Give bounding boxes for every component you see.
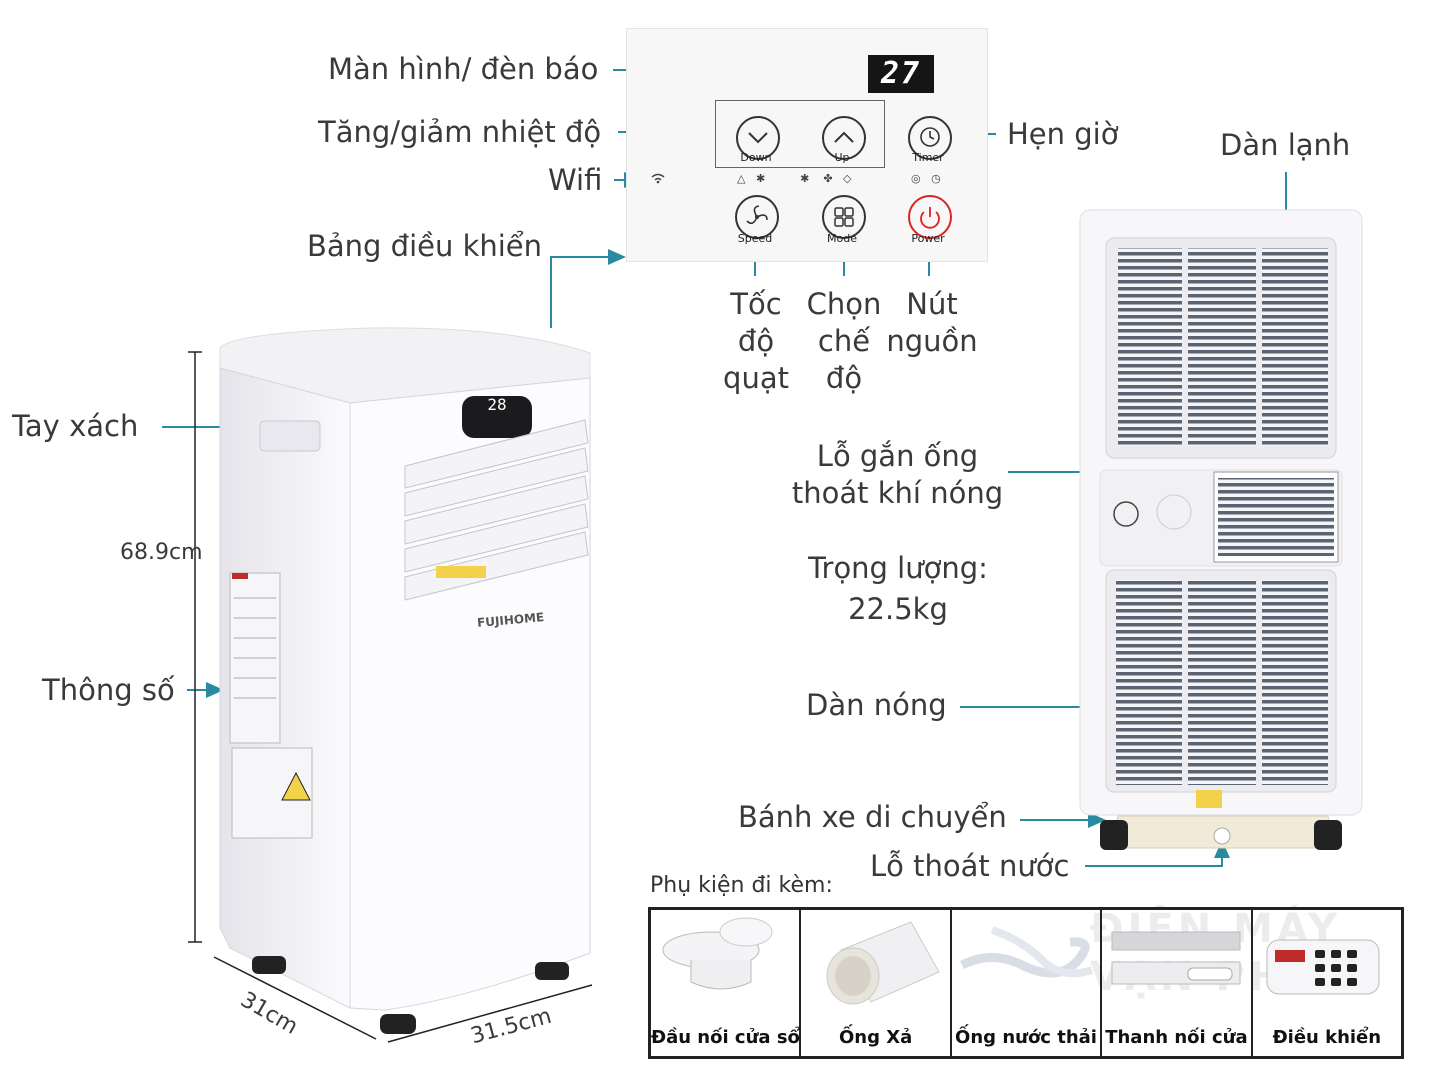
label-mode-line2: chế: [817, 324, 871, 358]
mode-label: Mode: [827, 232, 857, 245]
label-specs: Thông số: [42, 673, 175, 707]
accessory-remote: Điều khiển: [1253, 910, 1401, 1056]
label-power: Nút nguồn: [882, 286, 982, 360]
accessory-name: Ống Xả: [838, 1027, 913, 1048]
accessory-drain-hose: Ống nước thải: [952, 910, 1103, 1056]
remote-image: [1266, 939, 1380, 995]
label-wheels: Bánh xe di chuyển: [738, 800, 1007, 834]
drain-hose-image: [959, 926, 1094, 978]
power-icon: [920, 207, 940, 229]
label-exhaust-line2: thoát khí nóng: [791, 476, 1004, 510]
accessory-exhaust-hose: Ống Xả: [801, 910, 952, 1056]
label-evaporator: Dàn lạnh: [1220, 128, 1351, 162]
clock-icon: [920, 127, 940, 147]
mode-indicator-icons: △ ✱ ✱ ✤ ◇: [737, 172, 852, 185]
unit-display: 28: [487, 395, 507, 414]
panel-display: 27: [868, 55, 934, 93]
unit-front-image: [219, 327, 591, 1034]
power-button[interactable]: [908, 195, 952, 239]
label-fan-speed: Tốc độ quạt: [716, 286, 796, 397]
label-control-panel: Bảng điều khiển: [307, 229, 543, 263]
speed-button[interactable]: [735, 195, 779, 239]
accessory-name: Điều khiển: [1272, 1027, 1382, 1048]
label-timer: Hẹn giờ: [1007, 117, 1119, 151]
label-wifi: Wifi: [548, 163, 603, 197]
label-temp-adjust: Tăng/giảm nhiệt độ: [318, 115, 602, 149]
timer-button[interactable]: [908, 116, 952, 160]
window-adapter-image: [662, 917, 773, 990]
label-mode-select: Chọn chế độ: [800, 286, 888, 397]
wifi-icon: [650, 172, 666, 187]
dim-height: 68.9cm: [120, 540, 203, 565]
up-label: Up: [834, 151, 850, 164]
accessory-name: Ống nước thải: [955, 1027, 1097, 1048]
accessory-window-adapter: Đầu nối cửa sổ: [651, 910, 802, 1056]
label-display: Màn hình/ đèn báo: [328, 52, 599, 86]
window-bar-image: [1111, 931, 1241, 985]
accessory-window-bar: Thanh nối cửa: [1102, 910, 1253, 1056]
label-exhaust-line1: Lỗ gắn ống: [816, 439, 979, 473]
unit-back-image: [1079, 209, 1363, 850]
label-mode-line1: Chọn: [806, 287, 882, 321]
down-button[interactable]: [736, 116, 780, 160]
temp-button-group: [715, 100, 885, 168]
label-weight: Trọng lượng: 22.5kg: [800, 548, 996, 630]
power-label: Power: [911, 232, 945, 245]
label-power-line2: nguồn: [886, 324, 978, 358]
label-exhaust-port: Lỗ gắn ống thoát khí nóng: [790, 438, 1005, 512]
mode-button[interactable]: [822, 195, 866, 239]
label-power-line1: Nút: [906, 287, 958, 321]
down-label: Down: [740, 151, 772, 164]
accessories-title: Phụ kiện đi kèm:: [650, 873, 833, 898]
grid-icon: [834, 207, 854, 227]
label-weight-title: Trọng lượng:: [808, 551, 988, 585]
accessory-name: Thanh nối cửa: [1105, 1027, 1248, 1048]
chevron-down-icon: [748, 132, 768, 144]
timer-indicator-icons: ◎ ◷: [911, 172, 941, 185]
timer-label: Timer: [912, 151, 944, 164]
label-fan-speed-line2: độ: [737, 324, 775, 358]
exhaust-hose-image: [826, 921, 941, 1005]
label-fan-speed-line3: quạt: [723, 361, 789, 395]
accessories-box: Đầu nối cửa sổ Ống Xả Ống nước thải Than…: [648, 907, 1404, 1059]
accessory-name: Đầu nối cửa sổ: [651, 1027, 800, 1048]
label-handle: Tay xách: [12, 409, 139, 443]
label-weight-value: 22.5kg: [848, 592, 948, 626]
up-button[interactable]: [822, 116, 866, 160]
label-drain: Lỗ thoát nước: [870, 849, 1070, 883]
speed-label: Speed: [737, 232, 773, 245]
fan-icon: [746, 205, 768, 225]
label-mode-line3: độ: [825, 361, 863, 395]
label-condenser: Dàn nóng: [806, 688, 947, 722]
label-fan-speed-line1: Tốc: [730, 287, 782, 321]
chevron-up-icon: [834, 131, 854, 143]
